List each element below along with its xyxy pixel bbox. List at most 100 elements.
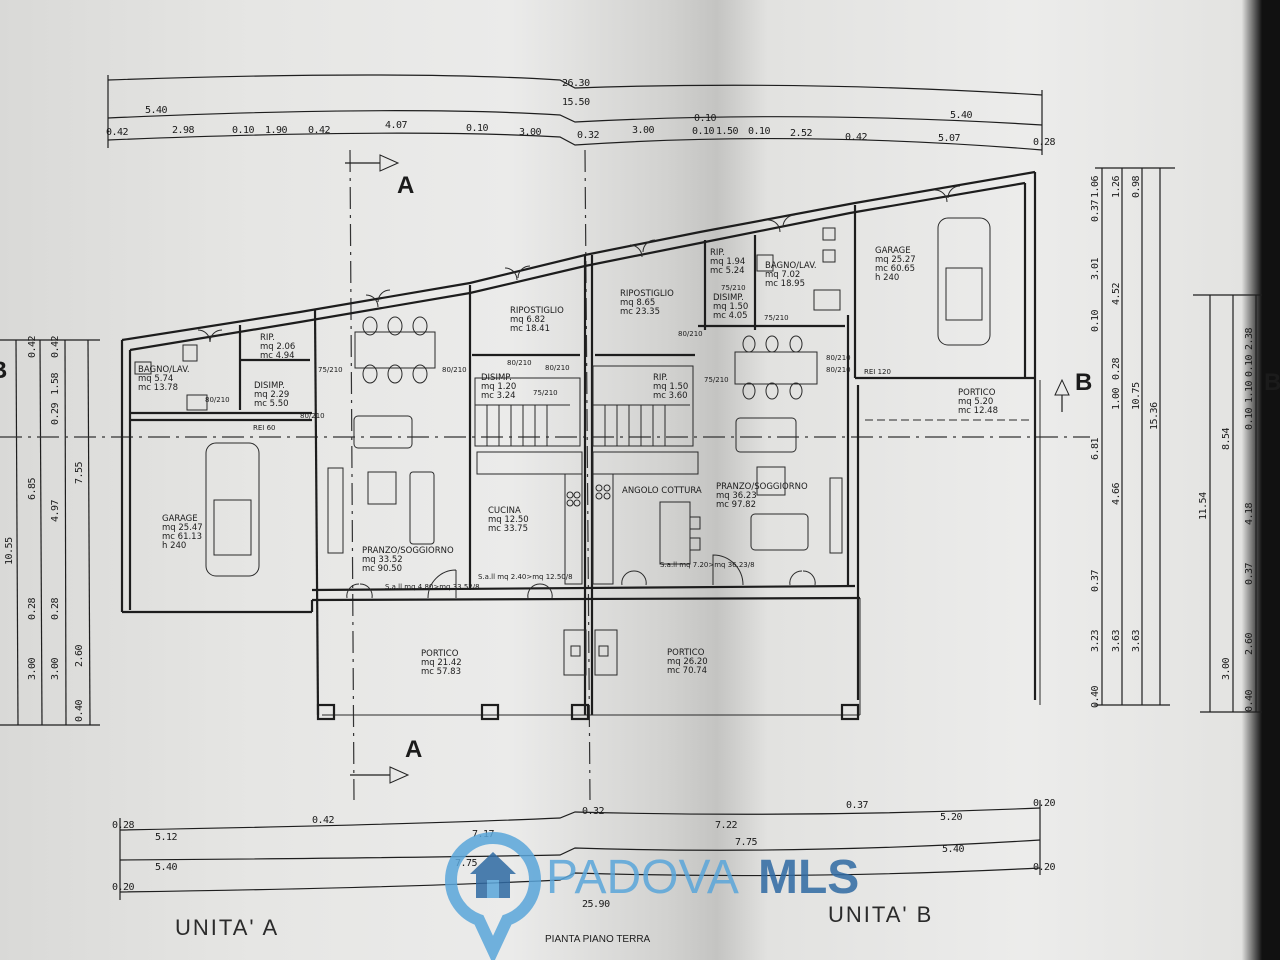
dimension-right-19: 8.54: [1221, 427, 1232, 450]
dimension-top-8: 0.42: [308, 125, 331, 136]
dimension-right-9: 4.52: [1111, 282, 1122, 305]
dimension-right-14: 0.98: [1131, 175, 1142, 198]
dimension-bottom-7: 7.22: [715, 820, 738, 831]
dimension-right-16: 3.63: [1131, 629, 1142, 652]
dimension-top-4: 0.42: [106, 127, 129, 138]
dimension-left-6: 1.58: [50, 372, 61, 395]
dimension-right-4: 6.81: [1090, 437, 1101, 460]
dimension-bottom-8: 5.20: [940, 812, 963, 823]
room-name: PORTICO: [667, 648, 705, 658]
room-name: DISIMP.: [481, 373, 512, 383]
room-area: mq 25.47: [162, 523, 203, 533]
dimension-top-13: 3.00: [632, 125, 655, 136]
dimension-right-20: 3.00: [1221, 657, 1232, 680]
room-area: mq 2.06: [260, 342, 295, 352]
annotation-4: S.a.ll mq 7.20>mq 36.23/8: [660, 561, 755, 569]
room-volume: mc 23.35: [620, 307, 660, 317]
dimension-top-0: 26.30: [562, 78, 590, 89]
room-volume: mc 18.41: [510, 324, 550, 334]
dimension-bottom-12: 5.40: [942, 844, 965, 855]
dining-table-b: [734, 335, 818, 400]
room-area: mq 5.20: [958, 397, 993, 407]
dimension-right-17: 15.36: [1149, 402, 1160, 430]
dimension-right-22: 0.10: [1244, 354, 1255, 377]
annotation-5: 80/210: [205, 396, 230, 404]
room-name: RIPOSTIGLIO: [620, 289, 674, 299]
dimension-right-21: 2.38: [1244, 327, 1255, 350]
location-pin-icon: [444, 831, 542, 960]
room-area: mq 6.82: [510, 315, 545, 325]
dimension-right-23: 1.10: [1244, 380, 1255, 403]
annotation-14: 75/210: [704, 376, 729, 384]
dimension-top-12: 0.32: [577, 130, 600, 141]
watermark-text-padova: PADOVA: [546, 851, 739, 904]
dimension-left-9: 0.28: [50, 597, 61, 620]
room-volume: mc 18.95: [765, 279, 805, 289]
room-volume: mc 33.75: [488, 524, 528, 534]
car-a: [205, 442, 260, 577]
dimension-right-13: 3.63: [1111, 629, 1122, 652]
dimension-top-1: 5.40: [145, 105, 168, 116]
car-b: [937, 217, 991, 346]
watermark-text-mls: MLS: [758, 851, 859, 904]
dimension-top-17: 0.10: [748, 126, 771, 137]
dining-table-a: [354, 316, 436, 384]
portico-planters: [563, 629, 618, 676]
section-marker-a-top: A: [397, 172, 414, 199]
room-volume: mc 3.24: [481, 391, 516, 401]
room-name: RIP.: [260, 333, 275, 343]
room-volume: mc 97.82: [716, 500, 756, 510]
dimension-top-21: 0.28: [1033, 137, 1056, 148]
dimension-right-0: 1.06: [1090, 175, 1101, 198]
room-name: PRANZO/SOGGIORNO: [362, 546, 454, 556]
dimension-left-7: 0.29: [50, 402, 61, 425]
staircase-a: [474, 377, 581, 447]
room-name: PORTICO: [958, 388, 996, 398]
dimension-right-11: 1.00: [1111, 387, 1122, 410]
sofa-a: [327, 415, 435, 554]
dimension-top-2: 15.50: [562, 97, 590, 108]
dimension-bottom-13: 0.20: [112, 882, 135, 893]
dimension-left-10: 3.00: [50, 657, 61, 680]
annotation-15: 80/210: [826, 354, 851, 362]
dimension-left-1: 0.42: [27, 335, 38, 358]
section-marker-b: B: [1075, 369, 1092, 396]
section-marker-b-edge-partial: B: [1264, 369, 1280, 396]
annotation-10: 80/210: [545, 364, 570, 372]
dimension-left-13: 0.40: [74, 699, 85, 722]
dimension-right-2: 3.01: [1090, 257, 1101, 280]
dimension-bottom-14: 25.90: [582, 899, 610, 910]
windows: [197, 185, 961, 599]
annotation-7: 75/210: [318, 366, 343, 374]
dimension-top-14: 0.10: [694, 113, 717, 124]
drawing-title: PIANTA PIANO TERRA: [545, 934, 651, 945]
dimension-right-24: 0.10: [1244, 407, 1255, 430]
bottom-dimension-lines: [119, 800, 1041, 900]
room-area: mq 12.50: [488, 515, 529, 525]
dimension-top-16: 1.50: [716, 126, 739, 137]
dimension-right-10: 0.28: [1111, 357, 1122, 380]
annotation-8: 80/210: [507, 359, 532, 367]
dimension-bottom-11: 7.75: [735, 837, 758, 848]
annotation-3: S.a.ll mq 2.40>mq 12.50/8: [478, 573, 573, 581]
section-marker-a-bottom: A: [405, 736, 422, 763]
dimension-top-18: 2.52: [790, 128, 813, 139]
room-area: mq 7.02: [765, 270, 800, 280]
room-area: mq 1.50: [713, 302, 748, 312]
staircase-b: [592, 365, 694, 447]
dimension-top-10: 0.10: [466, 123, 489, 134]
room-volume: mc 70.74: [667, 666, 707, 676]
section-marker-b-left-partial: B: [0, 357, 7, 384]
dimension-top-20: 5.07: [938, 133, 961, 144]
room-name: BAGNO/LAV.: [765, 261, 817, 271]
